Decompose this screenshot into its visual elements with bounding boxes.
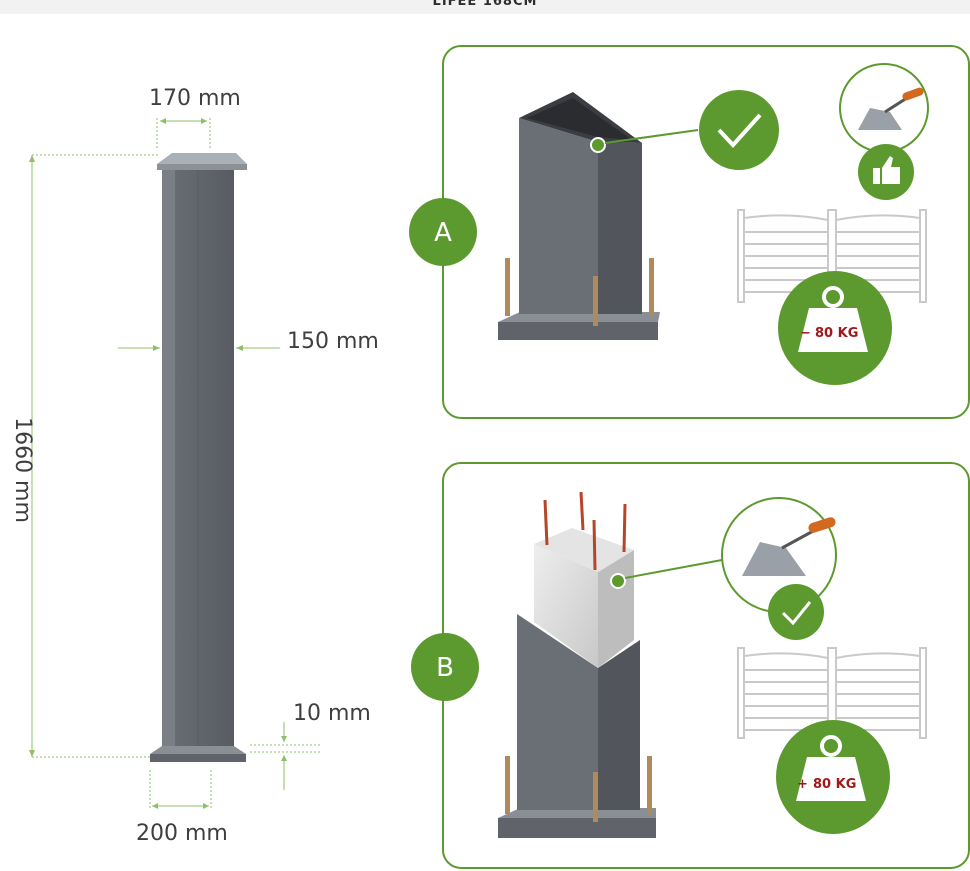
weight-sign-b: + — [797, 777, 808, 792]
height-label: 1660 mm — [10, 417, 35, 523]
post-b-drawing — [498, 491, 723, 838]
panel-a-label: A — [434, 218, 452, 248]
top-width-label: 170 mm — [149, 86, 241, 111]
panel-a-badge — [409, 198, 477, 266]
weight-icon-a — [798, 286, 868, 352]
panel-b-badge — [411, 633, 479, 701]
panel-b: + 80 KG B — [411, 462, 970, 869]
check-badge-b — [768, 584, 824, 640]
body-width-label: 150 mm — [287, 329, 379, 354]
panel-b-label: B — [436, 653, 454, 683]
dimension-arrowheads — [29, 118, 287, 809]
check-badge-a — [699, 90, 779, 170]
trowel-icon-b — [742, 517, 836, 576]
check-icon — [717, 113, 762, 148]
trowel-icon — [858, 87, 924, 130]
check-icon-b — [781, 601, 812, 626]
dimension-lines — [31, 118, 320, 810]
gate-b-drawing — [737, 647, 927, 739]
weight-icon-b — [796, 735, 866, 801]
weight-sign-a: − — [800, 326, 811, 341]
weight-label-a: 80 KG — [815, 326, 858, 341]
post-a-drawing — [498, 92, 699, 340]
top-banner — [0, 0, 970, 14]
plate-thickness-label: 10 mm — [293, 701, 371, 726]
weight-label-b: 80 KG — [813, 777, 856, 792]
plate-width-label: 200 mm — [136, 821, 228, 846]
trowel-circle-a — [839, 63, 929, 153]
panel-a: − 80 KG A — [409, 45, 970, 419]
post-drawing — [150, 153, 247, 762]
thumbs-up-icon — [873, 156, 900, 184]
page-title: LIFEE 168CM — [432, 0, 538, 9]
